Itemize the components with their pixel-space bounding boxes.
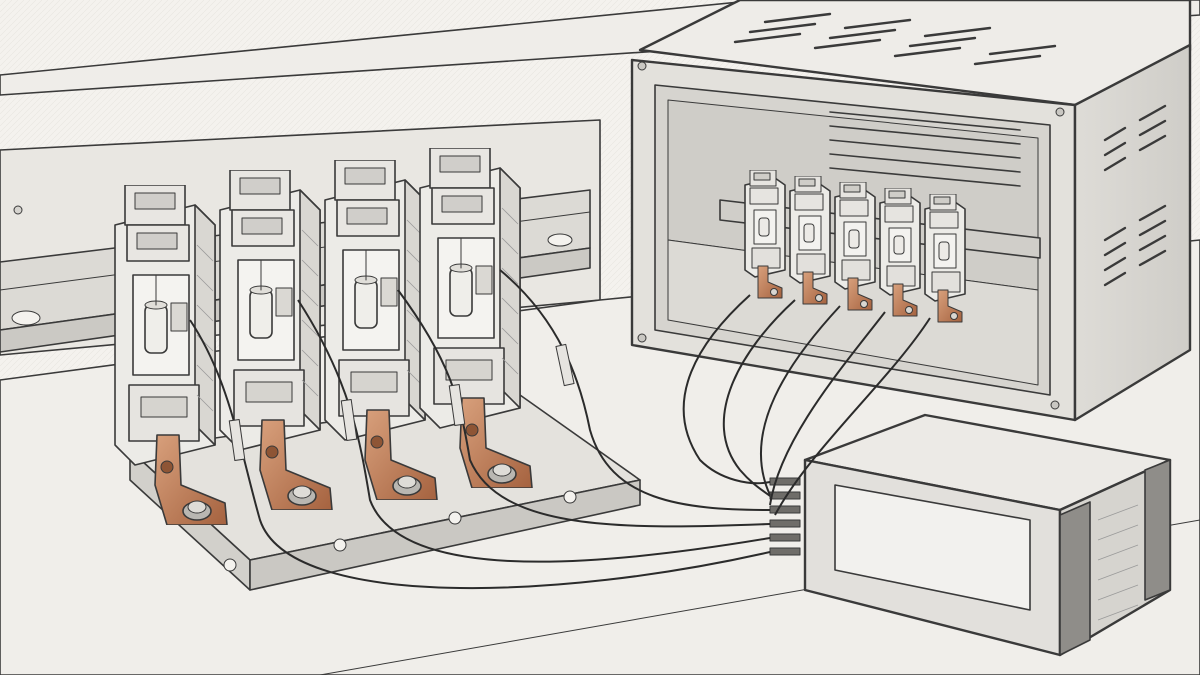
- signal-cables: [189, 269, 931, 590]
- top-vents: [733, 12, 1057, 66]
- side-vents: [1103, 104, 1167, 287]
- sensor-hub: [769, 413, 1172, 657]
- interior-vents: [829, 111, 1021, 187]
